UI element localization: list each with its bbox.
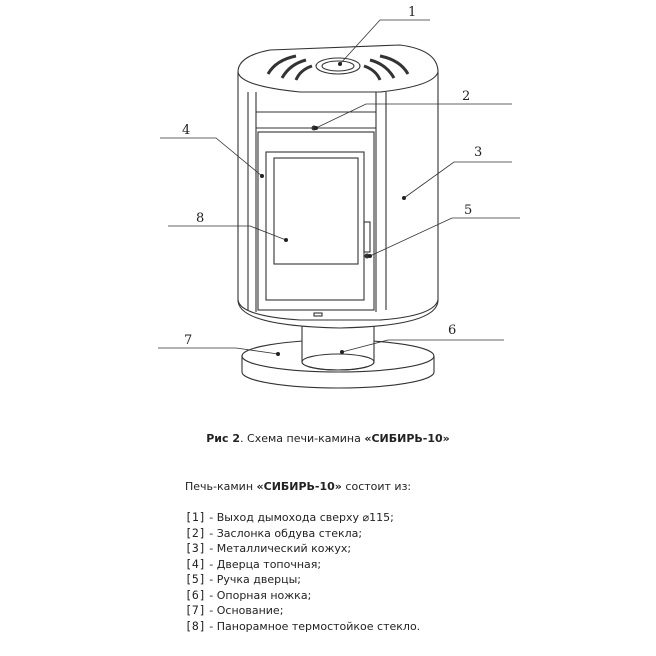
- part-number: [4]: [185, 556, 206, 571]
- intro-text: Печь-камин: [185, 480, 257, 493]
- support-leg: [301, 325, 375, 371]
- part-label: - Металлический кожух;: [205, 542, 352, 555]
- caption-model: «СИБИРЬ-10»: [364, 432, 450, 445]
- list-item: [4] - Дверца топочная;: [185, 557, 420, 573]
- callout-8: 8: [196, 211, 204, 226]
- leader-line-3: [403, 161, 512, 199]
- part-number: [5]: [185, 572, 206, 586]
- panoramic-glass: [273, 157, 359, 265]
- part-number: [6]: [185, 587, 206, 602]
- list-item: [5] - Ручка дверцы;: [185, 572, 420, 588]
- leader-line-7: [158, 347, 279, 355]
- leader-line-4: [160, 137, 263, 177]
- list-item: [3] - Металлический кожух;: [185, 541, 420, 557]
- leader-line-5: [369, 217, 520, 257]
- callout-3: 3: [474, 145, 482, 160]
- part-label: - Заслонка обдува стекла;: [205, 526, 363, 540]
- leader-line-1: [339, 19, 430, 65]
- leader-line-8: [168, 225, 287, 241]
- list-item: [7] - Основание;: [185, 603, 420, 619]
- part-number: [8]: [185, 618, 206, 633]
- part-label: - Панорамное термостойкое стекло.: [205, 619, 421, 633]
- list-item: [2] - Заслонка обдува стекла;: [185, 526, 420, 542]
- part-label: - Ручка дверцы;: [205, 573, 301, 586]
- door-latch: [313, 312, 323, 317]
- leader-line-2: [315, 103, 512, 129]
- part-number: [1]: [185, 510, 206, 524]
- body-housing: [237, 44, 439, 329]
- callout-6: 6: [448, 323, 456, 338]
- intro-suffix: состоит из:: [341, 480, 412, 493]
- part-number: [7]: [185, 603, 206, 617]
- parts-intro: Печь-камин «СИБИРЬ-10» состоит из:: [185, 480, 411, 493]
- chimney-outlet: [266, 54, 410, 81]
- part-number: [2]: [185, 525, 206, 540]
- intro-model: «СИБИРЬ-10»: [256, 480, 342, 493]
- callout-2: 2: [462, 89, 470, 104]
- stove-drawing: 1 2 3 4 5 6 7 8: [158, 5, 520, 389]
- callout-1: 1: [408, 5, 416, 20]
- list-item: [6] - Опорная ножка;: [185, 588, 420, 604]
- part-label: - Дверца топочная;: [205, 557, 322, 571]
- callout-5: 5: [464, 203, 472, 218]
- callout-7: 7: [184, 333, 192, 348]
- leader-line-6: [341, 339, 504, 353]
- part-label: - Основание;: [205, 604, 284, 617]
- list-item: [8] - Панорамное термостойкое стекло.: [185, 619, 420, 635]
- part-label: - Опорная ножка;: [205, 588, 312, 602]
- part-number: [3]: [185, 541, 206, 555]
- figure-caption: Рис 2. Схема печи-камина «СИБИРЬ-10»: [0, 432, 656, 445]
- part-label: - Выход дымохода сверху ⌀115;: [205, 511, 394, 524]
- list-item: [1] - Выход дымохода сверху ⌀115;: [185, 510, 420, 526]
- callout-4: 4: [182, 123, 190, 138]
- caption-text: . Схема печи-камина: [240, 432, 365, 445]
- parts-list: [1] - Выход дымохода сверху ⌀115; [2] - …: [185, 510, 420, 634]
- caption-prefix: Рис 2: [206, 432, 241, 445]
